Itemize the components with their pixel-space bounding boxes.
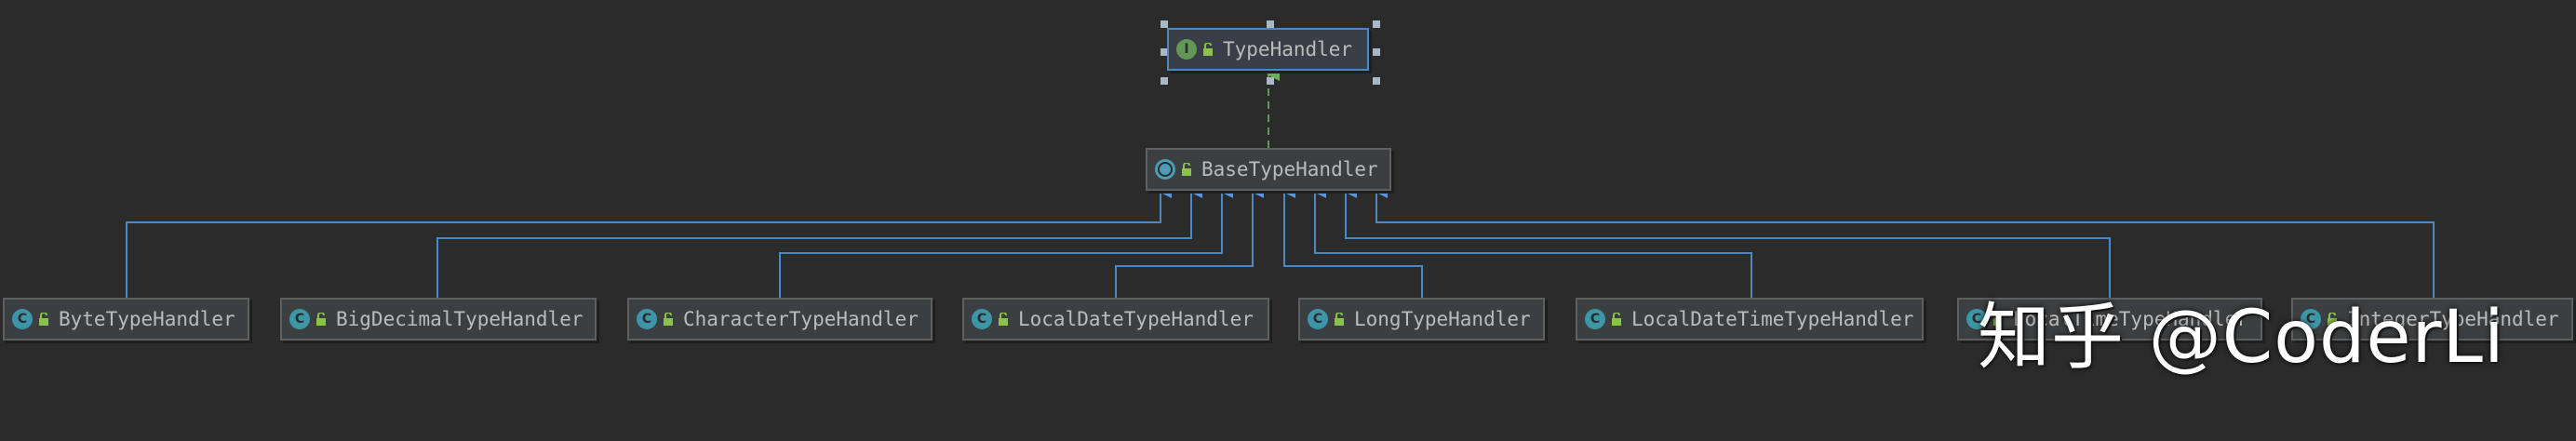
selection-handle[interactable]: [1161, 20, 1168, 28]
node-child[interactable]: C ByteTypeHandler: [3, 298, 249, 341]
node-child[interactable]: C LocalTimeTypeHandler: [1957, 298, 2262, 341]
node-label: LocalTimeTypeHandler: [2013, 308, 2248, 330]
node-label: LongTypeHandler: [1354, 308, 1531, 330]
node-label: LocalDateTimeTypeHandler: [1631, 308, 1914, 330]
class-icon: C: [1308, 309, 1328, 329]
extends-edge: [126, 185, 1172, 298]
selection-handle[interactable]: [1373, 48, 1380, 56]
unlocked-icon: [1993, 313, 2003, 326]
node-label: ByteTypeHandler: [59, 308, 235, 330]
node-child[interactable]: C IntegerTypeHandler: [2291, 298, 2573, 341]
node-label: BigDecimalTypeHandler: [336, 308, 584, 330]
extends-edge: [1282, 185, 1423, 298]
node-child[interactable]: C LocalDateTimeTypeHandler: [1576, 298, 1924, 341]
node-child[interactable]: C BigDecimalTypeHandler: [280, 298, 597, 341]
unlocked-icon: [999, 313, 1008, 326]
extends-edge: [779, 185, 1233, 298]
class-icon: C: [637, 309, 657, 329]
node-basetypehandler[interactable]: BaseTypeHandler: [1146, 148, 1391, 191]
node-typehandler[interactable]: I TypeHandler: [1167, 28, 1369, 71]
extends-edge: [1375, 185, 2435, 298]
unlocked-icon: [39, 313, 48, 326]
extends-edge: [1344, 185, 2111, 298]
extends-edge: [1313, 185, 1752, 298]
unlocked-icon: [1182, 163, 1191, 176]
node-label: TypeHandler: [1223, 38, 1353, 60]
node-label: IntegerTypeHandler: [2347, 308, 2559, 330]
unlocked-icon: [316, 313, 326, 326]
unlocked-icon: [1612, 313, 1621, 326]
abstract-class-icon: [1155, 159, 1175, 180]
selection-handle[interactable]: [1267, 77, 1274, 85]
interface-icon: I: [1176, 39, 1197, 60]
unlocked-icon: [1335, 313, 1344, 326]
class-icon: C: [2301, 309, 2321, 329]
node-child[interactable]: C LongTypeHandler: [1298, 298, 1545, 341]
unlocked-icon: [2328, 313, 2337, 326]
node-child[interactable]: C CharacterTypeHandler: [627, 298, 932, 341]
selection-handle[interactable]: [1373, 20, 1380, 28]
node-child[interactable]: C LocalDateTypeHandler: [962, 298, 1269, 341]
node-label: BaseTypeHandler: [1201, 158, 1378, 180]
selection-handle[interactable]: [1161, 48, 1168, 56]
class-icon: C: [289, 309, 310, 329]
watermark: 知乎 @CoderLi: [1978, 296, 2505, 380]
unlocked-icon: [1203, 43, 1213, 56]
class-icon: C: [972, 309, 992, 329]
class-icon: C: [1966, 309, 1987, 329]
selection-handle[interactable]: [1161, 77, 1168, 85]
node-label: CharacterTypeHandler: [683, 308, 919, 330]
unlocked-icon: [664, 313, 673, 326]
class-icon: C: [1585, 309, 1605, 329]
selection-handle[interactable]: [1267, 20, 1274, 28]
node-label: LocalDateTypeHandler: [1018, 308, 1254, 330]
class-icon: C: [12, 309, 33, 329]
extends-edge: [436, 185, 1202, 298]
extends-edge: [1115, 185, 1264, 298]
selection-handle[interactable]: [1373, 77, 1380, 85]
